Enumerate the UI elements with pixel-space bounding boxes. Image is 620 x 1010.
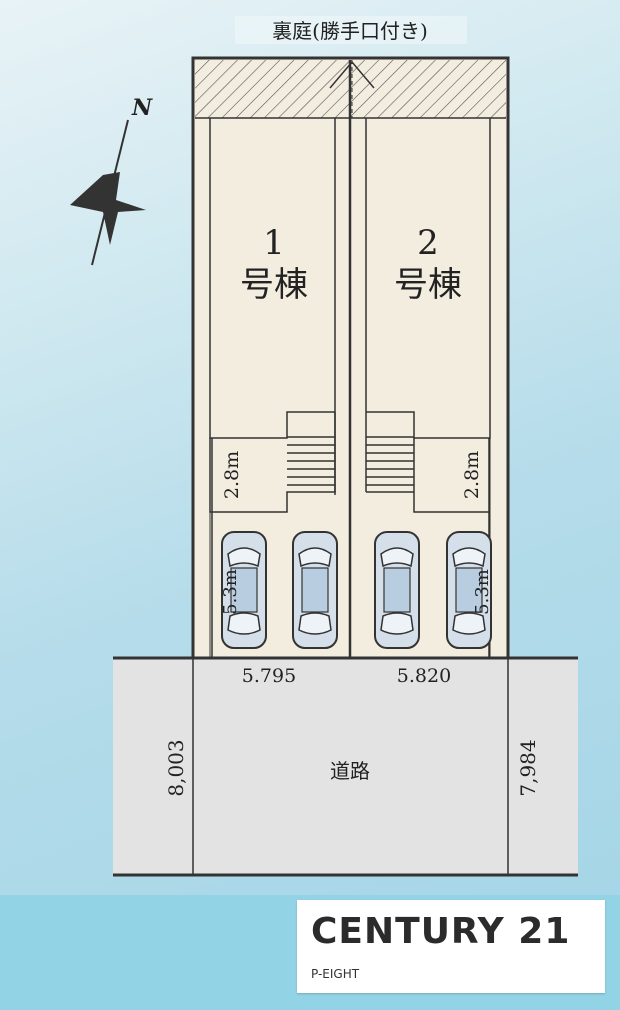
logo-sub: P-EIGHT [311,967,360,981]
house-1-depth-dim: 2.8m [221,451,243,499]
house-2: 2 号棟 2.8m 5.3m 5.820 [365,118,493,687]
house-2-depth-dim: 2.8m [461,451,483,499]
backyard-label: 裏庭(勝手口付き) [272,19,428,43]
entry-arrow-icon [329,60,375,89]
house-2-parking-dim: 5.3m [472,569,493,615]
road-width-right: 7,984 [516,739,540,796]
road-label: 道路 [330,759,370,783]
compass-icon: N [70,95,153,266]
house-1-number: 1 [263,223,285,263]
house-2-label: 号棟 [394,265,462,305]
car-icon [374,531,420,649]
house-2-frontage: 5.820 [397,665,451,687]
century21-logo: CENTURY 21 P-EIGHT [297,900,605,993]
north-label: N [131,95,153,121]
house-1: 1 号棟 2.8m 5.3m 5.795 [209,118,338,687]
road-width-left: 8,003 [164,739,188,796]
house-2-number: 2 [417,223,439,263]
car-icon [292,531,338,649]
logo-brand: CENTURY 21 [311,911,571,952]
house-1-frontage: 5.795 [242,665,296,687]
site-plan: N 道路 8,003 7,984 裏庭(勝手口付き) 1 号棟 2.8m 5.3… [70,16,578,877]
house-1-label: 号棟 [240,265,308,305]
road [113,658,578,875]
house-1-parking-dim: 5.3m [220,569,241,615]
